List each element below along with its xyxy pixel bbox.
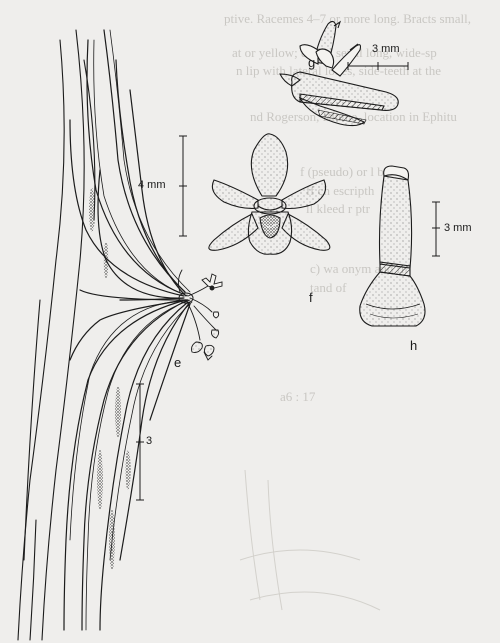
scale-label-e: 3 [146,435,153,447]
aerial-roots [63,29,191,631]
root-outlines [69,29,193,631]
panel-label-e: e [174,355,182,370]
scale-bar-f [179,135,187,237]
flower-drawing-f [208,133,331,255]
scale-label-f: 4 mm [138,179,166,191]
column-drawing-h [359,165,426,327]
bleed-line: ll kleed r ptr [306,201,370,216]
panel-label-g: g [308,55,316,70]
bleed-line: ptive. Racemes 4–7 or more long. Bracts … [224,11,471,26]
bleed-line: at or yellow; dorsal sepal long, wide-sp [232,45,437,60]
scale-label-g: 3 mm [372,43,400,55]
bleed-line: a6 : 17 [280,389,316,404]
inflorescence [177,269,217,341]
scale-bar-e [136,383,144,501]
habit-drawing-e [17,29,223,641]
panel-label-h: h [410,338,418,353]
bleed-line: nd Rogerson, Blume, location in Ephitu [250,109,457,124]
panel-label-f: f [309,290,313,305]
scale-bar-h [432,201,440,257]
root-stipple [89,188,131,570]
flower-drawing-g [279,20,399,127]
bleed-line: f (pseudo) or l bec [300,164,396,179]
scale-bar-g [347,62,409,70]
bleed-line: tand of [310,280,347,295]
scale-label-h: 3 mm [444,222,472,234]
small-flowers [191,273,223,361]
